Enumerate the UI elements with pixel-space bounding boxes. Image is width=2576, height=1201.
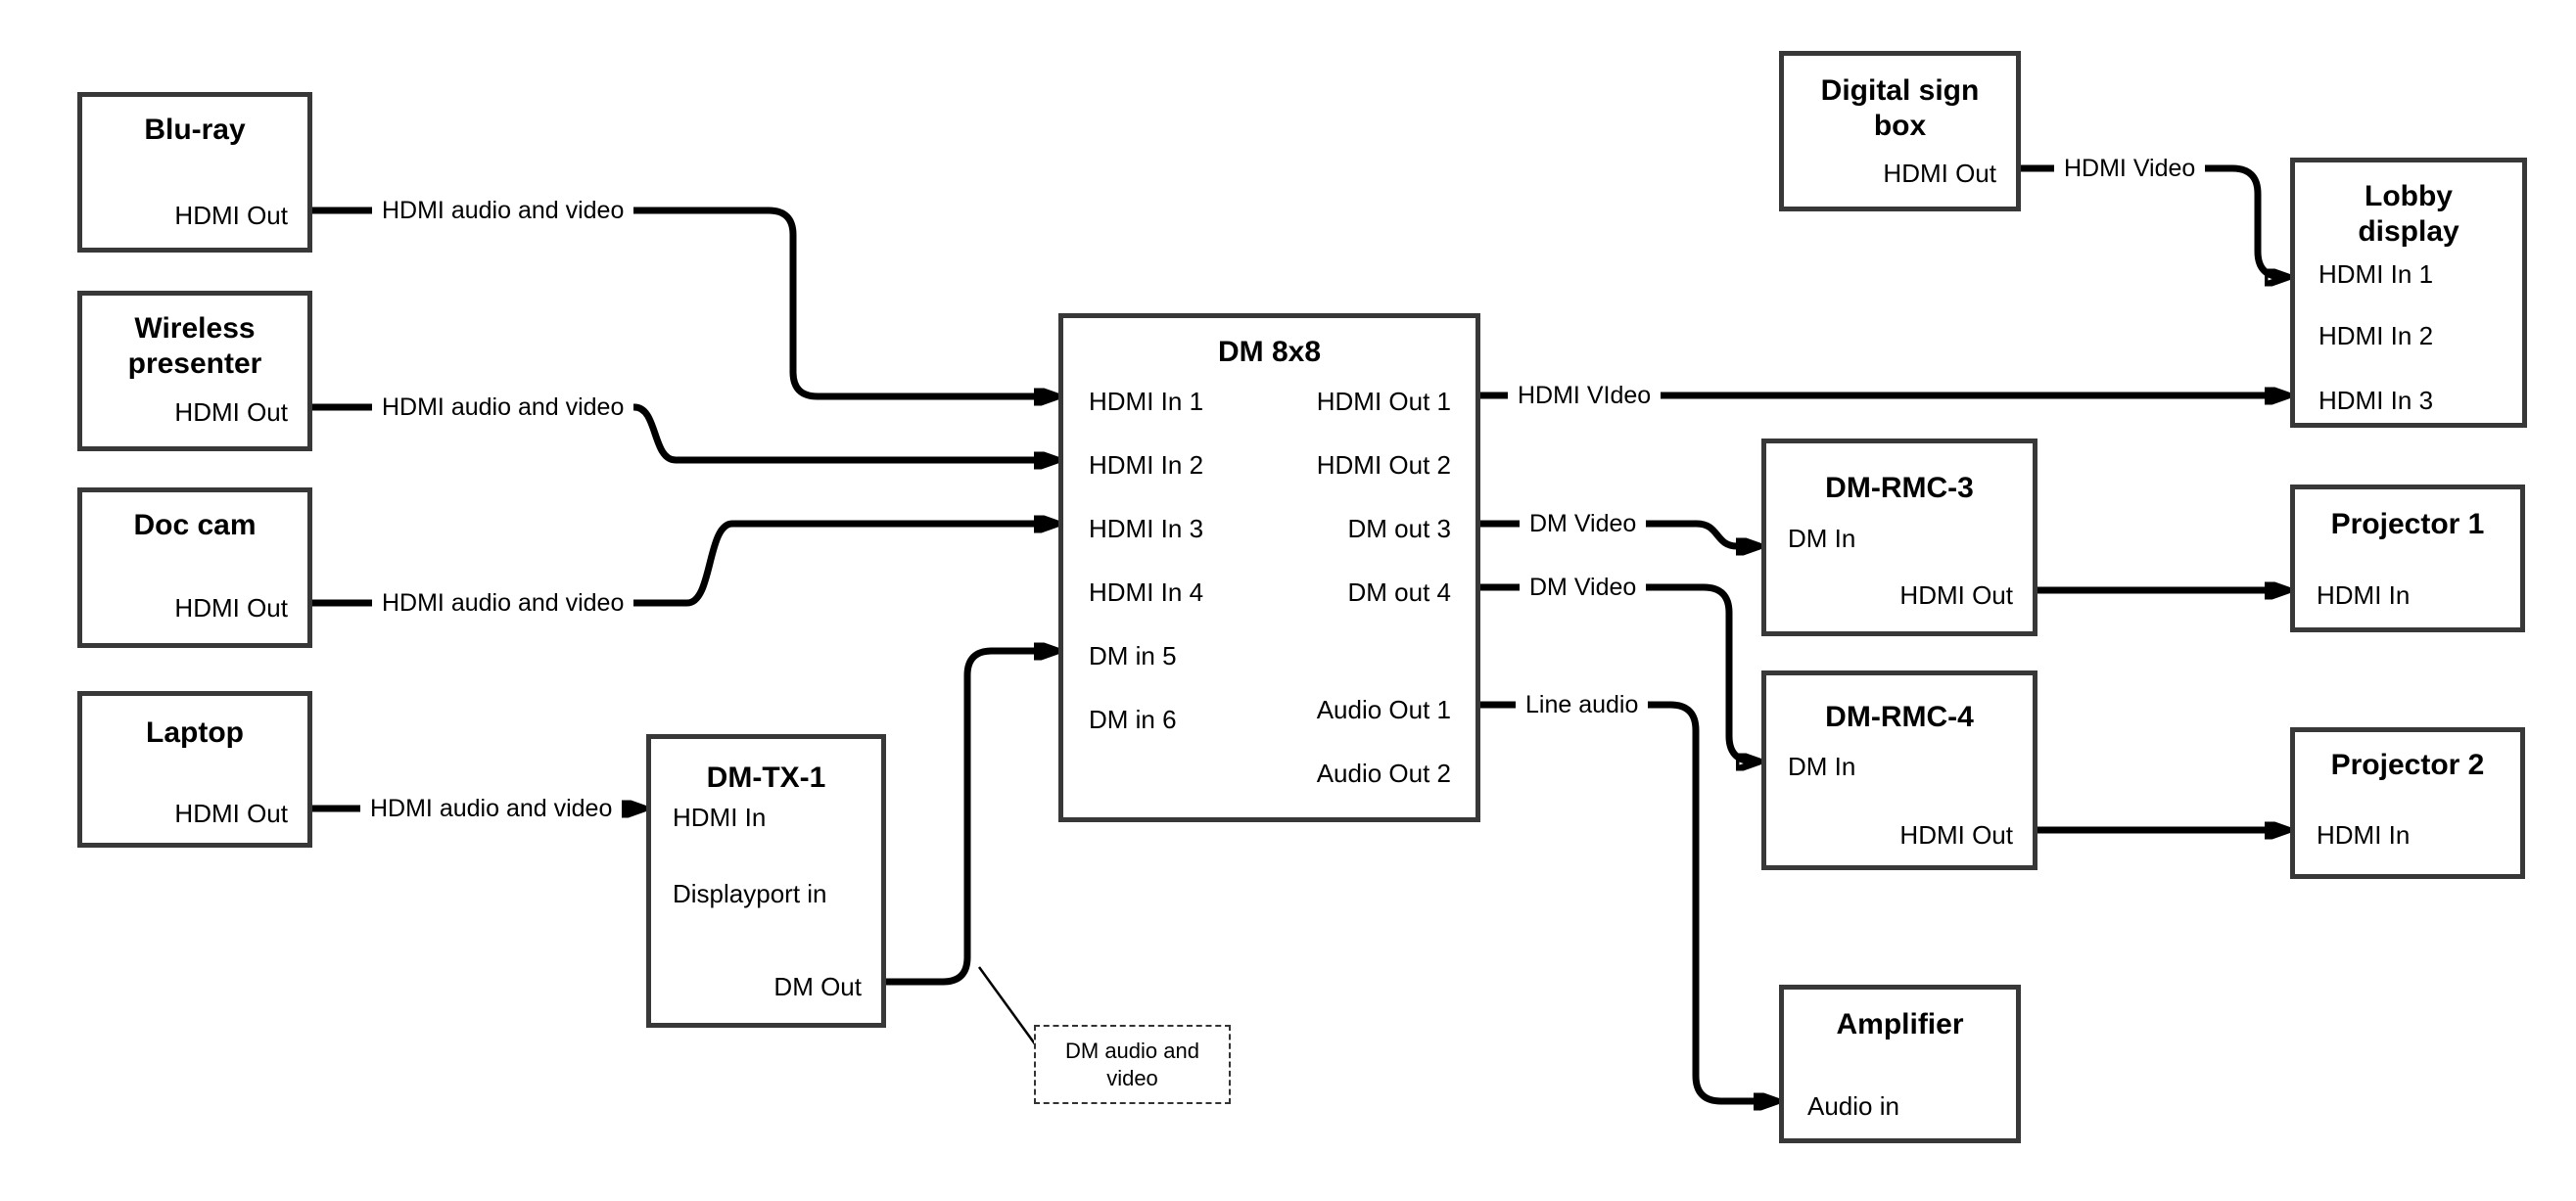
node-title: DM 8x8 — [1217, 336, 1322, 368]
node-title: Lobby display — [2358, 180, 2459, 248]
edge-label-hdmi-audio-and-video: HDMI audio and video — [360, 793, 623, 824]
node-title: DM-TX-1 — [706, 762, 826, 794]
port-hdmi-in-1: HDMI In 1 — [2318, 259, 2434, 289]
port-hdmi-out: HDMI Out — [174, 593, 288, 623]
port-dm-out-4: DM out 4 — [1347, 577, 1452, 607]
port-displayport-in: Displayport in — [673, 879, 827, 908]
port-dm-in-5: DM in 5 — [1089, 641, 1177, 670]
node-lobby-display: Lobby display HDMI In 1 HDMI In 2 HDMI I… — [2290, 158, 2527, 428]
node-wireless-presenter: Wireless presenter HDMI Out — [77, 291, 312, 451]
wire-wireless-to-dm8x8-hdmi-in-2 — [312, 403, 1057, 460]
port-dm-out: DM Out — [773, 972, 862, 1001]
port-audio-out-1: Audio Out 1 — [1316, 695, 1451, 724]
port-hdmi-in-4: HDMI In 4 — [1089, 577, 1204, 607]
port-hdmi-out: HDMI Out — [1883, 159, 1996, 188]
port-hdmi-in-1: HDMI In 1 — [1089, 387, 1204, 416]
port-hdmi-out: HDMI Out — [174, 201, 288, 230]
node-projector-1: Projector 1 HDMI In — [2290, 485, 2525, 632]
wire-dm8x8-audio-out-1-to-amp-audio-in — [1480, 701, 1777, 1101]
port-hdmi-in-2: HDMI In 2 — [1089, 450, 1204, 480]
node-title: Amplifier — [1836, 1008, 1964, 1040]
wire-sign-to-lobby-hdmi-in-1 — [2021, 164, 2288, 277]
port-audio-out-2: Audio Out 2 — [1316, 759, 1451, 788]
node-doc-cam: Doc cam HDMI Out — [77, 487, 312, 648]
port-hdmi-out: HDMI Out — [174, 397, 288, 427]
edge-label-hdmi-video: HDMI Video — [2054, 153, 2206, 184]
port-hdmi-out-2: HDMI Out 2 — [1316, 450, 1451, 480]
note-dm-audio-and-video: DM audio and video — [1034, 1025, 1231, 1104]
edge-label-hdmi-audio-and-video: HDMI audio and video — [372, 587, 634, 619]
node-digital-sign-box: Digital sign box HDMI Out — [1779, 51, 2021, 211]
edge-label-dm-video: DM Video — [1520, 508, 1647, 539]
node-title: DM-RMC-3 — [1825, 472, 1974, 504]
edge-label-hdmi-audio-and-video: HDMI audio and video — [372, 195, 634, 226]
wire-dm8x8-dm-out-4-to-rmc4-dm-in — [1480, 583, 1759, 762]
note-line-1: DM audio and — [1065, 1039, 1199, 1063]
node-laptop: Laptop HDMI Out — [77, 691, 312, 848]
node-title: Laptop — [146, 716, 244, 749]
node-title: Wireless presenter — [127, 312, 262, 380]
edge-label-hdmi-video: HDMI VIdeo — [1508, 380, 1662, 411]
edge-label-line-audio: Line audio — [1516, 689, 1649, 720]
node-blu-ray: Blu-ray HDMI Out — [77, 92, 312, 253]
port-dm-out-3: DM out 3 — [1347, 514, 1452, 543]
wire-dm8x8-dm-out-3-to-rmc3-dm-in — [1480, 520, 1759, 546]
node-title: DM-RMC-4 — [1825, 701, 1974, 733]
node-title: Blu-ray — [144, 114, 246, 146]
port-hdmi-in: HDMI In — [2317, 580, 2411, 610]
wire-bluray-to-dm8x8-hdmi-in-1 — [312, 207, 1057, 396]
port-dm-in-6: DM in 6 — [1089, 705, 1177, 734]
node-title: Projector 2 — [2330, 749, 2485, 781]
wire-dmtx1-dm-out-to-dm8x8-dm-in-5 — [886, 651, 1057, 986]
port-dm-in: DM In — [1788, 752, 1856, 781]
port-hdmi-in-2: HDMI In 2 — [2318, 321, 2434, 350]
node-title: Doc cam — [133, 509, 257, 541]
port-hdmi-out: HDMI Out — [174, 799, 288, 828]
port-hdmi-out-1: HDMI Out 1 — [1316, 387, 1451, 416]
port-hdmi-out: HDMI Out — [1899, 820, 2013, 850]
port-hdmi-in: HDMI In — [2317, 820, 2411, 850]
node-amplifier: Amplifier Audio in — [1779, 985, 2021, 1143]
node-title: Projector 1 — [2330, 508, 2485, 540]
node-dm-rmc-4: DM-RMC-4 DM In HDMI Out — [1761, 670, 2037, 870]
node-title: Digital sign box — [1820, 74, 1980, 142]
port-hdmi-in: HDMI In — [673, 803, 767, 832]
edge-label-dm-video: DM Video — [1520, 572, 1647, 603]
node-dm-tx-1: DM-TX-1 HDMI In Displayport in DM Out — [646, 734, 886, 1028]
note-leader-line — [977, 966, 1038, 1046]
edge-label-hdmi-audio-and-video: HDMI audio and video — [372, 392, 634, 423]
node-projector-2: Projector 2 HDMI In — [2290, 727, 2525, 879]
port-hdmi-in-3: HDMI In 3 — [1089, 514, 1204, 543]
port-dm-in: DM In — [1788, 524, 1856, 553]
node-dm-8x8: DM 8x8 HDMI In 1 HDMI In 2 HDMI In 3 HDM… — [1058, 313, 1480, 822]
note-line-2: video — [1106, 1066, 1158, 1090]
port-audio-in: Audio in — [1807, 1091, 1899, 1121]
wire-doccam-to-dm8x8-hdmi-in-3 — [312, 524, 1057, 607]
port-hdmi-out: HDMI Out — [1899, 580, 2013, 610]
port-hdmi-in-3: HDMI In 3 — [2318, 386, 2434, 415]
node-dm-rmc-3: DM-RMC-3 DM In HDMI Out — [1761, 439, 2037, 636]
